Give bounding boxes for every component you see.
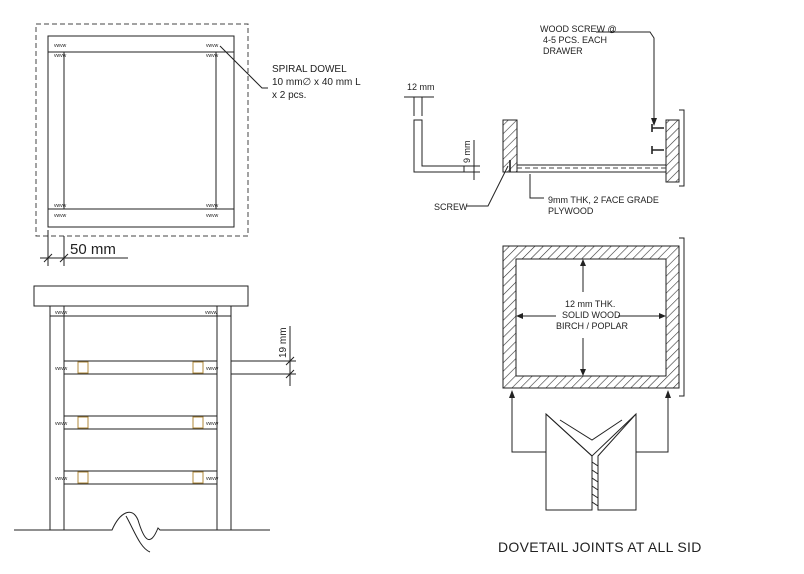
solid-wood-label-3: BIRCH / POPLAR — [556, 321, 629, 331]
screw-leader — [466, 165, 509, 207]
drawer-front — [665, 119, 680, 183]
spiral-dowel-leader — [219, 45, 268, 89]
dovetail-title: DOVETAIL JOINTS AT ALL SID — [498, 539, 702, 555]
svg-text:vwvw: vwvw — [206, 421, 219, 427]
plywood-label-2: PLYWOOD — [548, 206, 594, 216]
dim-12-label: 12 mm — [407, 82, 435, 92]
wood-screw-leader — [596, 31, 655, 124]
solid-wood-label-2: SOLID WOOD — [562, 310, 621, 320]
drawer-box-plan: 12 mm THK. SOLID WOOD BIRCH / POPLAR — [502, 237, 685, 453]
dovetail-board-right — [597, 412, 637, 511]
dowel-mark: vwvw — [205, 310, 218, 316]
dowel-mark: vwvw — [54, 53, 67, 59]
screw-icons — [509, 124, 664, 172]
plan-frame-inner — [63, 51, 217, 210]
plan-view: vwvw vwvw vwvw vwvw vwvw vwvw vwvw vwvw … — [35, 23, 361, 266]
svg-text:vwvw: vwvw — [55, 421, 68, 427]
spiral-dowel-label-2: 10 mm∅ x 40 mm L — [272, 77, 361, 88]
dovetail-detail: DOVETAIL JOINTS AT ALL SID — [498, 412, 702, 555]
svg-text:vwvw: vwvw — [55, 366, 68, 372]
svg-text:vwvw: vwvw — [55, 476, 68, 482]
spiral-dowel-label-1: SPIRAL DOWEL — [272, 64, 347, 75]
shelf-rail-1 — [63, 360, 218, 375]
wood-screw-label-3: DRAWER — [543, 46, 583, 56]
dowel-mark: vwvw — [54, 203, 67, 209]
dowel-mark: vwvw — [55, 310, 68, 316]
spiral-dowel-label-3: x 2 pcs. — [272, 90, 306, 101]
dim-19-label: 19 mm — [278, 327, 289, 358]
dowel-mark: vwvw — [206, 43, 219, 49]
dowel-mark: vwvw — [54, 43, 67, 49]
top-slab — [33, 285, 249, 307]
plan-frame-outer — [47, 35, 235, 228]
dowel-mark: vwvw — [54, 213, 67, 219]
ground-line — [14, 511, 270, 541]
wood-screw-label-2: 4-5 PCS. EACH — [543, 35, 607, 45]
svg-text:vwvw: vwvw — [206, 366, 219, 372]
dowel-mark: vwvw — [206, 53, 219, 59]
shelf-rail-3 — [63, 470, 218, 485]
shelf-rail-2 — [63, 415, 218, 430]
plywood-label-1: 9mm THK, 2 FACE GRADE — [548, 195, 659, 205]
solid-wood-label-1: 12 mm THK. — [565, 299, 615, 309]
dowel-mark: vwvw — [206, 213, 219, 219]
l-profile — [413, 119, 465, 173]
drawer-box-walls — [502, 245, 680, 389]
wood-screw-label-1: WOOD SCREW @ — [540, 24, 617, 34]
svg-text:vwvw: vwvw — [206, 476, 219, 482]
dim-9-label: 9 mm — [462, 141, 472, 164]
dim-50-label: 50 mm — [70, 241, 116, 258]
plywood-leader — [529, 174, 544, 199]
drawer-section: 12 mm 9 mm WOOD SCREW @ 4-5 PCS. EACH DR… — [404, 24, 685, 216]
dowel-mark: vwvw — [206, 203, 219, 209]
shelf-rails: vwvw vwvw vwvw vwvw vwvw vwvw — [55, 360, 219, 485]
dovetail-board-left — [545, 412, 593, 511]
screw-label: SCREW — [434, 202, 468, 212]
plan-dowels: vwvw vwvw vwvw vwvw vwvw vwvw vwvw vwvw — [54, 43, 219, 219]
plan-outline-dashed — [35, 23, 249, 237]
elevation-view: vwvw vwvw vwvw vwvw vwvw vwvw vwvw vwvw — [14, 285, 296, 553]
